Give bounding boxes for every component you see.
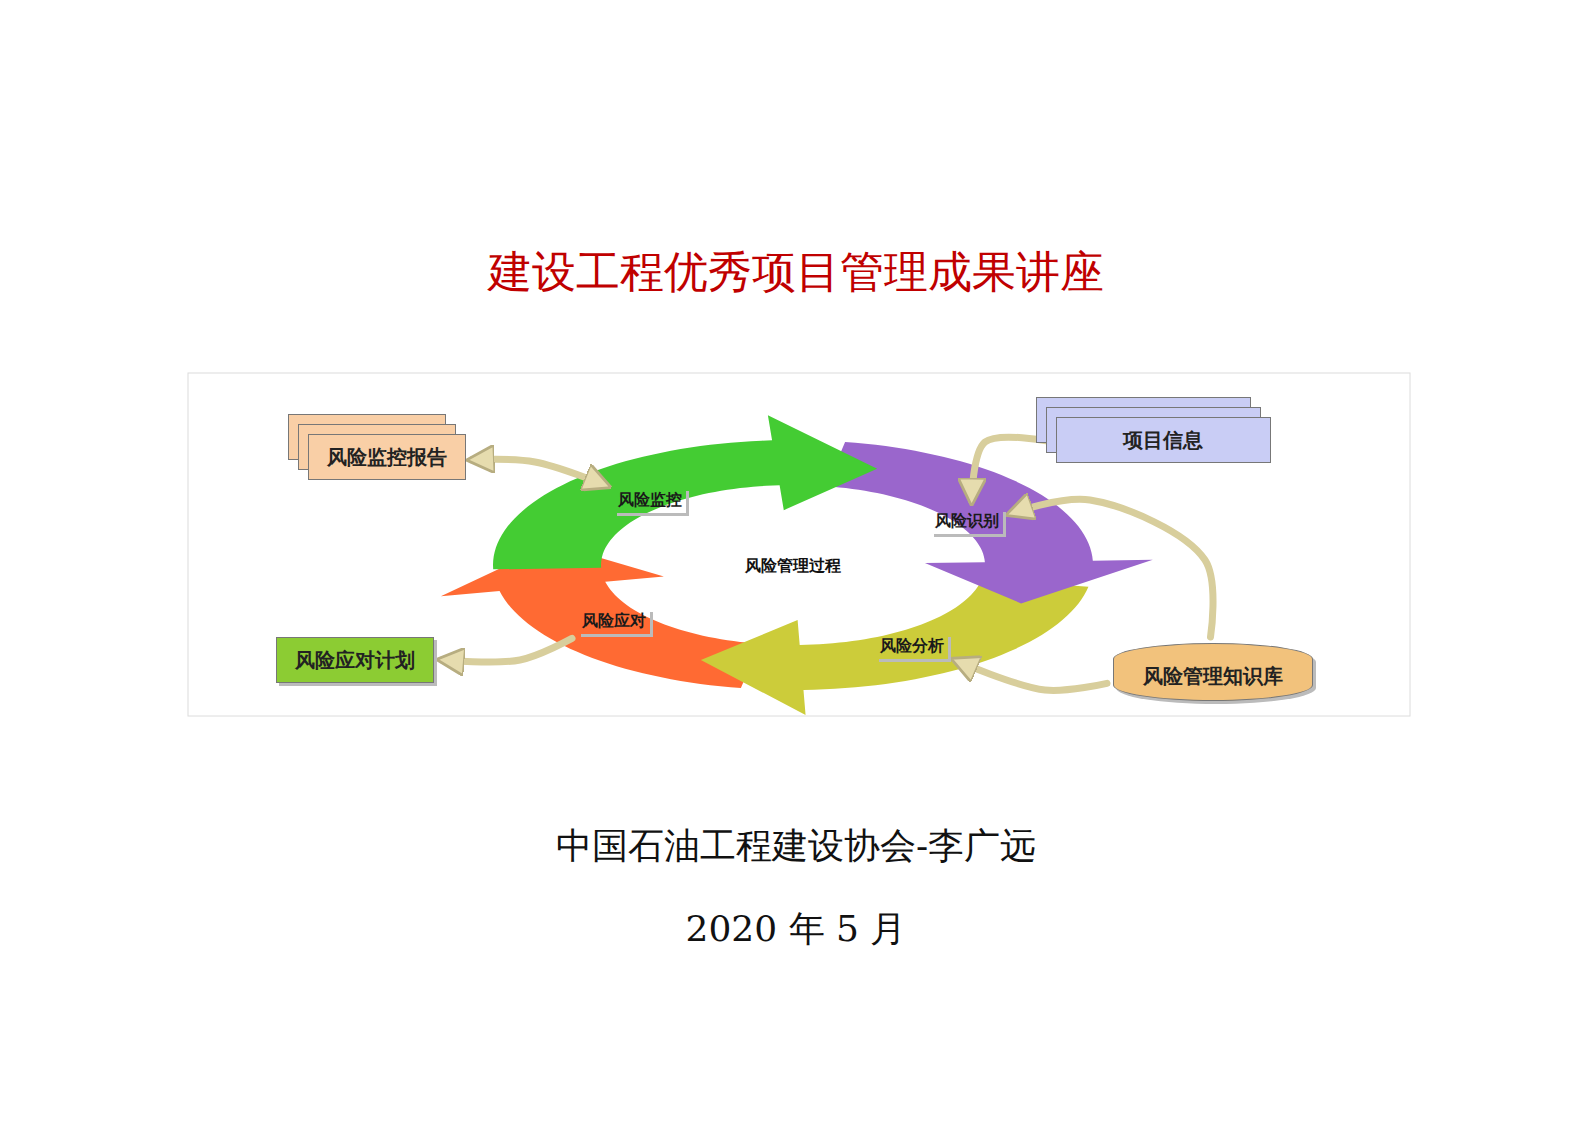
node-text: 风险管理知识库 [1128,664,1298,688]
ring-segment: 风险监控 [614,488,686,513]
document-stack: 风险监控报告 [308,434,466,480]
database-cylinder: 风险管理知识库 [1113,643,1313,701]
document-stack: 项目信息 [1056,417,1271,463]
node-text: 风险分析 [880,636,944,657]
flow-arrow [1011,499,1213,637]
flow-arrow [972,437,1050,500]
flow-arrow [472,460,606,486]
ring-segment: 风险分析 [876,634,948,659]
node-text: 风险监控 [618,490,682,511]
ring-segment: 风险识别 [931,509,1003,534]
document-box: 风险应对计划 [276,637,434,683]
flow-arrow [442,638,572,662]
diagram-frame [188,373,1410,716]
author-line: 中国石油工程建设协会-李广远 [0,822,1592,871]
node-text: 风险监控报告 [323,445,451,469]
node-text: 风险应对 [582,611,646,632]
ring-arrow-segment [826,442,1152,603]
date-line: 2020 年 5 月 [0,905,1592,954]
ring-segment: 风险应对 [578,609,650,634]
node-text: 风险识别 [935,511,999,532]
node-text: 风险应对计划 [291,648,419,672]
flow-arrow [956,661,1107,691]
title: 建设工程优秀项目管理成果讲座 [0,243,1592,302]
ring-arrow-segment [493,415,877,569]
node-text: 项目信息 [1071,428,1256,452]
center-label: 风险管理过程 [643,556,943,577]
